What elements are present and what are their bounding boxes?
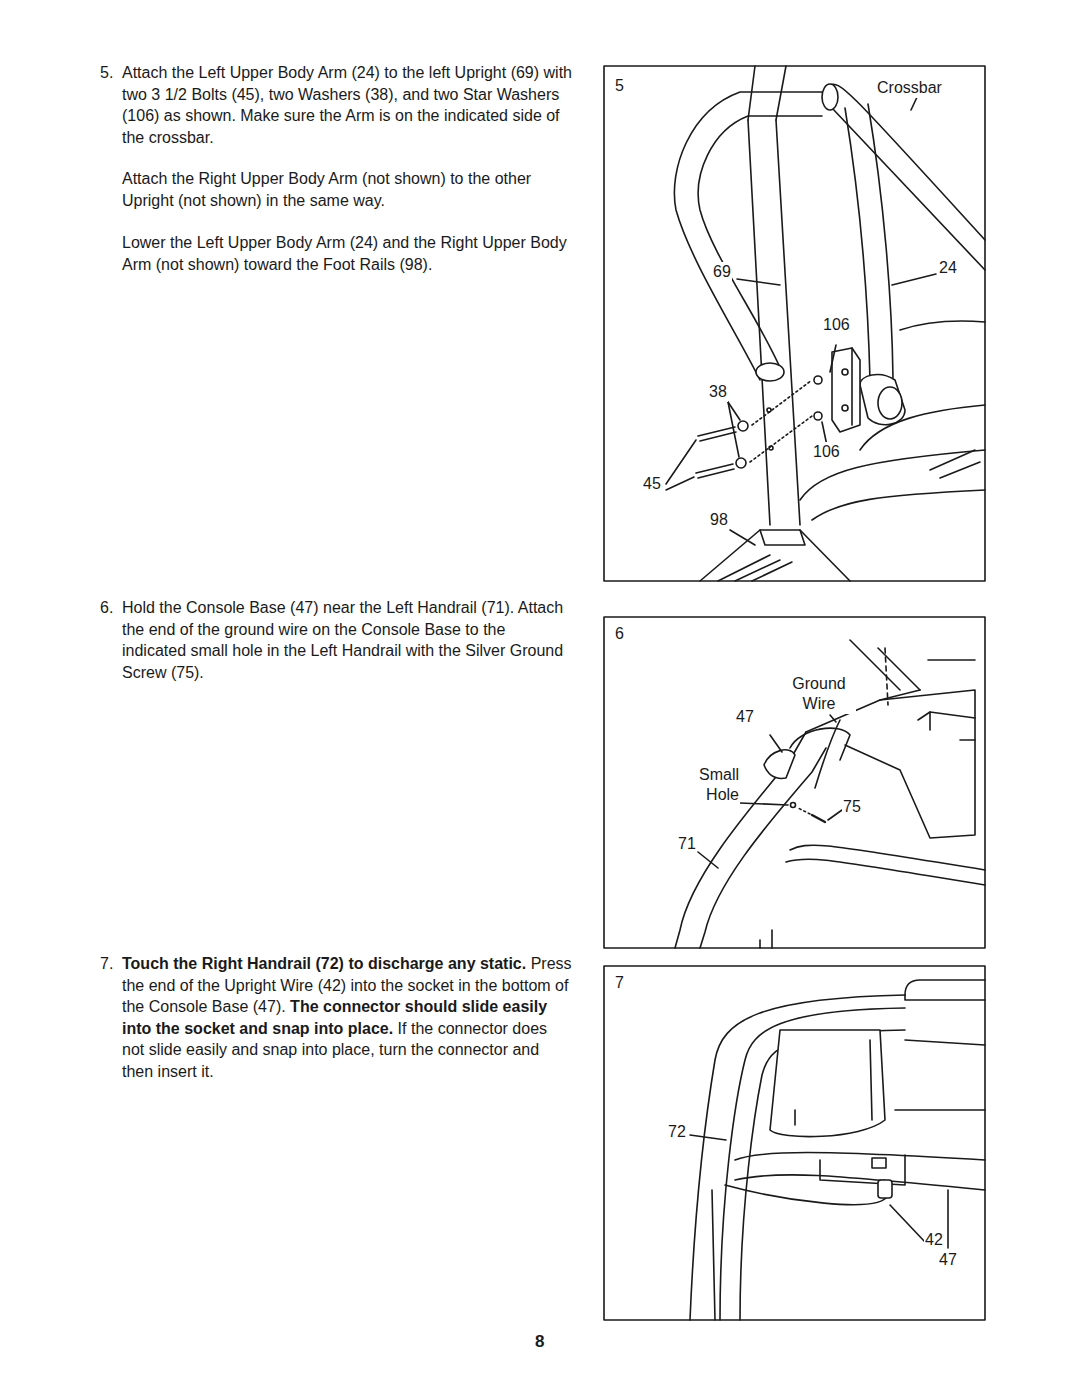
page-number: 8 bbox=[534, 1332, 545, 1352]
wire-connection-illustration bbox=[690, 980, 985, 1320]
instruction-paragraph: Touch the Right Handrail (72) to dischar… bbox=[122, 953, 572, 1082]
part-name: Crossbar bbox=[876, 78, 943, 98]
instruction-text: Attach the Left Upper Body Arm (24) to t… bbox=[122, 62, 572, 148]
instruction-text: Lower the Left Upper Body Arm (24) and t… bbox=[122, 232, 572, 275]
callout-number: 47 bbox=[735, 707, 755, 727]
part-name: Ground Wire bbox=[782, 674, 856, 714]
callout-number: 71 bbox=[677, 834, 697, 854]
callout-number: 38 bbox=[708, 382, 728, 402]
callout-number: 98 bbox=[709, 510, 729, 530]
callout-number: 106 bbox=[812, 442, 841, 462]
callout-number: 106 bbox=[822, 315, 851, 335]
instruction-text: Attach the Right Upper Body Arm (not sho… bbox=[122, 168, 572, 211]
upright-arm-illustration bbox=[666, 66, 985, 581]
callout-number: 47 bbox=[938, 1250, 958, 1270]
step-number: 5 bbox=[614, 76, 625, 96]
callout-number: 69 bbox=[712, 262, 732, 282]
panel-frame bbox=[604, 617, 985, 948]
callout-number: 75 bbox=[842, 797, 862, 817]
step-number: 7 bbox=[614, 973, 625, 993]
step-number: 6 bbox=[614, 624, 625, 644]
callout-number: 42 bbox=[924, 1230, 944, 1250]
panel-frame bbox=[604, 66, 985, 581]
warning-text: Touch the Right Handrail (72) to dischar… bbox=[122, 955, 526, 972]
part-name: Small Hole bbox=[678, 765, 740, 805]
callout-number: 24 bbox=[938, 258, 958, 278]
step-number: 5. bbox=[100, 62, 113, 84]
console-base-illustration bbox=[675, 640, 985, 948]
callout-number: 45 bbox=[642, 474, 662, 494]
panel-frame bbox=[604, 966, 985, 1320]
step-number: 7. bbox=[100, 953, 113, 975]
callout-number: 72 bbox=[667, 1122, 687, 1142]
instruction-text: Hold the Console Base (47) near the Left… bbox=[122, 597, 572, 683]
step-number: 6. bbox=[100, 597, 113, 619]
